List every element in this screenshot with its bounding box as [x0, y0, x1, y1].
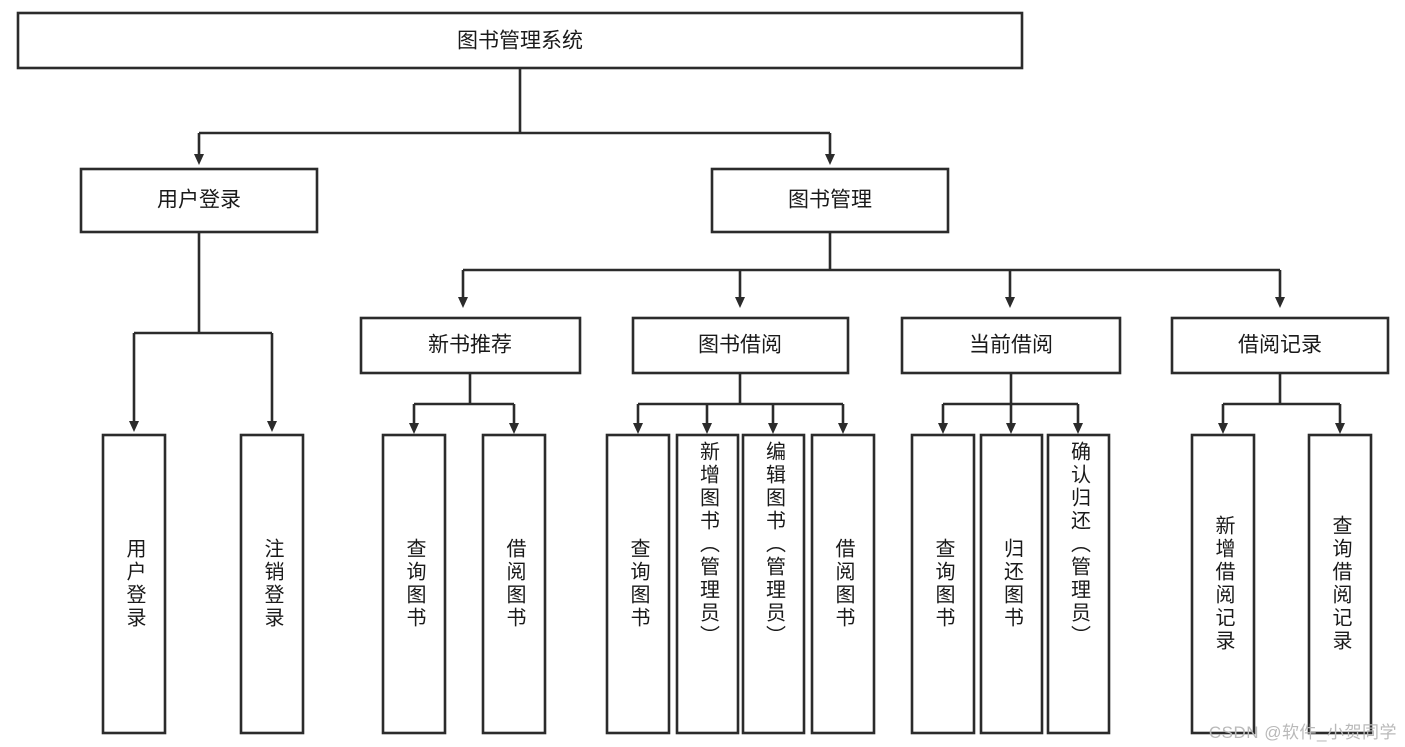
leaf-box-query-books-current[interactable]	[910, 433, 976, 735]
node-book-management[interactable]: 图书管理	[710, 167, 950, 234]
node-user-login-box[interactable]	[79, 167, 319, 234]
node-current-borrow-label: 当前借阅	[969, 334, 1053, 357]
node-root-label: 图书管理系统	[457, 30, 583, 53]
node-borrow-records-label: 借阅记录	[1238, 334, 1322, 357]
leaf-box-add-book-admin[interactable]	[675, 433, 740, 735]
connector-borrow-records-to-leaves	[1218, 373, 1345, 434]
node-root-box[interactable]	[16, 11, 1024, 70]
watermark-text: CSDN @软件_小贺同学	[1208, 723, 1397, 742]
leaf-box-edit-book-admin[interactable]	[741, 433, 806, 735]
node-current-borrow-box[interactable]	[900, 316, 1122, 375]
leaf-box-user-login[interactable]	[101, 433, 167, 735]
connector-root-to-level2	[194, 68, 835, 165]
node-borrow-records[interactable]: 借阅记录	[1170, 316, 1390, 375]
leaf-box-query-books-rec[interactable]	[381, 433, 447, 735]
leaf-box-add-borrow-record[interactable]	[1190, 433, 1256, 735]
node-user-login-label: 用户登录	[157, 189, 241, 212]
node-new-book-recommend[interactable]: 新书推荐	[359, 316, 582, 375]
node-new-book-recommend-label: 新书推荐	[428, 334, 512, 357]
node-book-borrow-label: 图书借阅	[698, 334, 782, 357]
node-book-management-label: 图书管理	[788, 189, 872, 212]
connector-book-borrow-to-leaves	[633, 373, 848, 434]
node-current-borrow[interactable]: 当前借阅	[900, 316, 1122, 375]
node-user-login[interactable]: 用户登录	[79, 167, 319, 234]
node-book-borrow[interactable]: 图书借阅	[631, 316, 850, 375]
connector-new-book-recommend-to-leaves	[409, 373, 519, 434]
leaf-box-query-books-borrow[interactable]	[605, 433, 671, 735]
node-root[interactable]: 图书管理系统	[16, 11, 1024, 70]
leaf-box-logout[interactable]	[239, 433, 305, 735]
leaf-box-query-borrow-record[interactable]	[1307, 433, 1373, 735]
connector-current-borrow-to-leaves	[938, 373, 1083, 434]
leaf-box-confirm-return-admin[interactable]	[1046, 433, 1111, 735]
leaf-box-return-books[interactable]	[979, 433, 1044, 735]
connector-book-management-to-level3	[458, 232, 1285, 308]
connector-user-login-to-leaves	[129, 232, 277, 432]
node-new-book-recommend-box[interactable]	[359, 316, 582, 375]
leaf-box-borrow-books-borrow[interactable]	[810, 433, 876, 735]
leaf-box-borrow-books-rec[interactable]	[481, 433, 547, 735]
